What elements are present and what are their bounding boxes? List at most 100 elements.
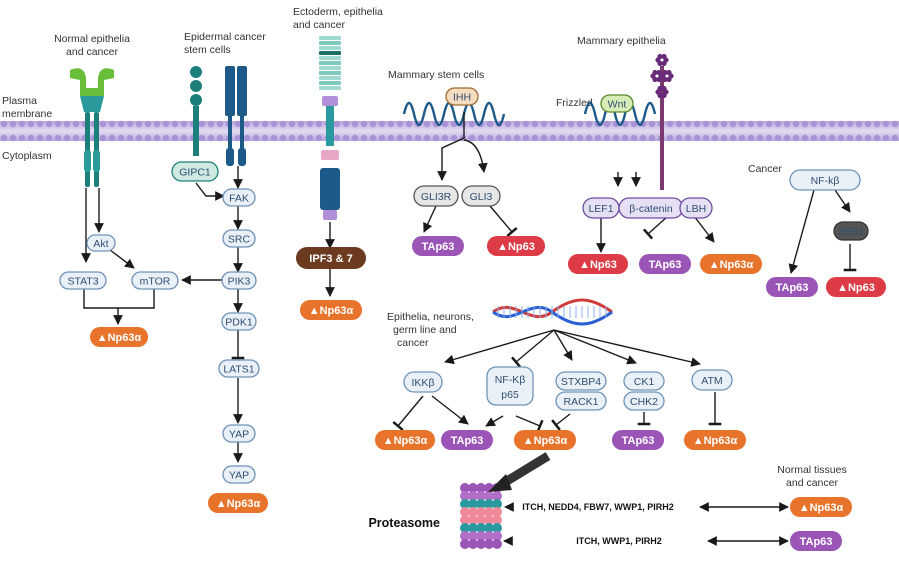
node-atm-label: ATM (701, 375, 722, 387)
label-epithelia-neurons-1: Epithelia, neurons, (387, 311, 474, 323)
node-lats1: LATS1 (218, 359, 260, 378)
node-beta_catenin: β-catenin (618, 197, 684, 219)
node-pdk1-label: PDK1 (225, 317, 253, 329)
output-dnp63a-proteasome: ▲Np63α (790, 497, 852, 517)
node-lef1-label: LEF1 (588, 203, 613, 215)
output-tap63-proteasome-label: TAp63 (800, 536, 833, 548)
label-ectoderm-2: and cancer (293, 19, 345, 31)
edge-38 (551, 413, 571, 431)
label-normal-tissues-2: and cancer (786, 477, 838, 489)
edge-24 (642, 215, 669, 240)
node-zeb1-label: ZEB1 (838, 226, 864, 238)
edge-3 (109, 249, 135, 269)
edge-35 (431, 395, 469, 425)
receptor-mammary-epithelia (650, 53, 674, 190)
edge-34 (392, 395, 424, 432)
edge-17 (437, 112, 465, 181)
node-stat3-label: STAT3 (67, 276, 98, 288)
output-tap63-lbh: TAp63 (639, 254, 691, 274)
plasma-membrane (0, 120, 899, 142)
node-ck1: CK1 (623, 371, 665, 391)
node-gli3r-label: GLI3R (421, 191, 452, 203)
node-stat3: STAT3 (59, 271, 107, 290)
output-tap63-proteasome: TAp63 (790, 531, 842, 551)
arrow-to-proteasome (499, 452, 551, 488)
dna-helix-icon (492, 298, 613, 326)
node-stxbp4: STXBP4 (555, 371, 607, 391)
node-beta_catenin-label: β-catenin (629, 203, 673, 215)
output-tap63-nfkb: TAp63 (766, 277, 818, 297)
arrow-to-proteasome-head (488, 474, 512, 492)
output-dnp63-zeb1-label: ▲Np63 (837, 282, 875, 294)
output-dnp63a-ipf: ▲Np63α (300, 300, 362, 320)
output-dnp63a-nfkb-label: ▲Np63α (523, 435, 568, 447)
node-pik3-label: PIK3 (228, 276, 251, 288)
label-cytoplasm: Cytoplasm (2, 150, 52, 162)
receptor-ectoderm (319, 36, 341, 220)
edge-5 (118, 288, 155, 309)
label-epidermal-cancer-2: stem cells (184, 44, 231, 56)
node-gipc1-label: GIPC1 (179, 167, 211, 179)
patched-receptor (402, 101, 506, 127)
node-lef1: LEF1 (582, 197, 620, 219)
edge-26 (788, 189, 815, 274)
node-chk2: CHK2 (623, 391, 665, 411)
output-tap63-gli3r-label: TAp63 (422, 241, 455, 253)
output-dnp63a-ipf-label: ▲Np63α (309, 305, 354, 317)
edge-33 (553, 329, 701, 367)
receptor-epidermal-cancer (190, 66, 247, 166)
output-dnp63-lef1-label: ▲Np63 (579, 259, 617, 271)
edge-25 (693, 215, 715, 243)
label-membrane: membrane (2, 108, 52, 120)
edge-20 (489, 205, 518, 238)
output-tap63-ikkb: TAp63 (441, 430, 493, 450)
label-normal-epithelia-2: and cancer (66, 46, 118, 58)
proteasome-label: Proteasome (368, 516, 440, 530)
node-ihh-label: IHH (453, 92, 471, 104)
label-mammary-epithelia: Mammary epithelia (577, 35, 666, 47)
node-wnt-label: Wnt (608, 99, 627, 111)
output-dnp63a-ikkb-label: ▲Np63α (383, 435, 428, 447)
output-dnp63-lef1: ▲Np63 (568, 254, 628, 274)
node-ipf: IPF3 & 7 (296, 247, 366, 269)
output-tap63-ck1-label: TAp63 (622, 435, 655, 447)
output-dnp63a-nfkb: ▲Np63α (514, 430, 576, 450)
node-fak: FAK (222, 188, 256, 207)
output-dnp63a-lbh: ▲Np63α (700, 254, 762, 274)
node-lbh-label: LBH (686, 203, 706, 215)
output-tap63-gli3r: TAp63 (412, 236, 464, 256)
output-dnp63a-proteasome-label: ▲Np63α (799, 502, 844, 514)
node-atm: ATM (691, 369, 733, 391)
output-dnp63a-ikkb: ▲Np63α (375, 430, 435, 450)
output-dnp63a-normal: ▲Np63α (90, 327, 148, 347)
node-pik3: PIK3 (221, 271, 257, 290)
frizzled-receptor (583, 101, 657, 127)
node-ikkb-label: IKKβ (412, 377, 435, 389)
ub-ligases-dnp63: ITCH, NEDD4, FBW7, WWP1, PIRH2 (522, 502, 674, 512)
label-epithelia-neurons-2: germ line and (393, 324, 457, 336)
node-nfkb-p65-line2: p65 (501, 389, 519, 401)
node-yap1-label: YAP (229, 429, 249, 441)
node-yap2-label: YAP (229, 470, 249, 482)
node-gipc1: GIPC1 (171, 161, 219, 182)
node-lats1-label: LATS1 (223, 364, 254, 376)
label-frizzled: Frizzled (556, 97, 593, 109)
node-stxbp4-label: STXBP4 (561, 376, 601, 388)
edge-29 (444, 329, 555, 365)
receptor-normal-epithelia (70, 68, 114, 187)
output-tap63-ck1: TAp63 (612, 430, 664, 450)
output-dnp63a-atm-label: ▲Np63α (693, 435, 738, 447)
node-fak-label: FAK (229, 193, 249, 205)
node-nfkb: NF-kβ (789, 169, 861, 191)
node-mtor-label: mTOR (140, 276, 171, 288)
node-lbh: LBH (679, 197, 713, 219)
output-tap63-nfkb-label: TAp63 (776, 282, 809, 294)
label-normal-tissues-1: Normal tissues (777, 464, 846, 476)
output-dnp63-gli3: ▲Np63 (487, 236, 545, 256)
node-gli3r: GLI3R (413, 185, 459, 207)
node-ikkb: IKKβ (403, 371, 443, 393)
edge-4 (83, 288, 123, 325)
output-dnp63a-yap: ▲Np63α (208, 493, 268, 513)
edge-36 (515, 415, 544, 433)
